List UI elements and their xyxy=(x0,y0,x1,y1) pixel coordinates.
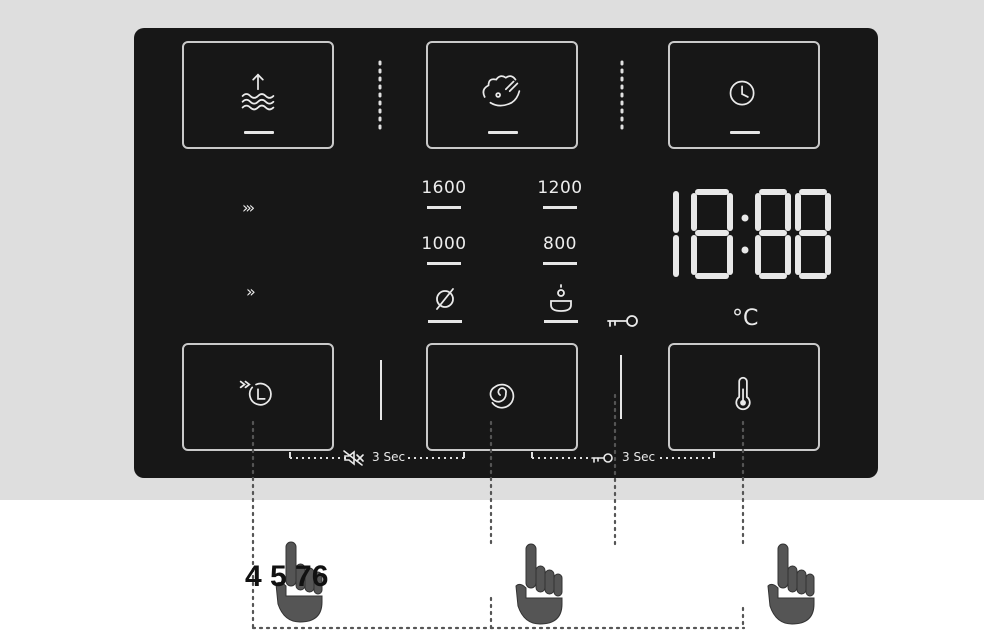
child-lock-indicator-icon xyxy=(607,315,638,327)
hand-press-icon-right xyxy=(767,543,815,625)
speed-1600-indicator xyxy=(427,206,461,209)
speed-1000-label: 1000 xyxy=(421,234,467,254)
rinse-hold-icon xyxy=(544,284,578,323)
callout-numbers: 4 5 76 xyxy=(245,560,329,593)
speed-1200-indicator xyxy=(543,206,577,209)
stain-icon xyxy=(482,75,521,107)
no-spin-icon xyxy=(428,288,462,323)
time-display xyxy=(673,189,831,279)
triple-chevron-icon: ››› xyxy=(242,198,255,217)
thermometer-icon xyxy=(735,376,751,411)
temperature-unit-label: °C xyxy=(732,306,759,331)
separator-line-left xyxy=(380,360,382,420)
speed-1200-label: 1200 xyxy=(537,178,583,198)
mute-icon xyxy=(343,450,364,466)
clock-icon xyxy=(729,80,755,106)
delay-timer-icon xyxy=(239,380,272,406)
speed-1600-label: 1600 xyxy=(421,178,467,198)
speed-800-indicator xyxy=(543,262,577,265)
speed-800-label: 800 xyxy=(543,234,577,254)
hand-press-icon-center xyxy=(515,543,563,625)
end-time-button[interactable] xyxy=(668,41,820,149)
prewash-button[interactable] xyxy=(182,41,334,149)
stain-indicator xyxy=(488,131,518,134)
prewash-icon xyxy=(241,73,275,111)
double-chevron-icon: ›› xyxy=(246,282,256,301)
control-panel: ››› ›› 1600 1200 1000 800 xyxy=(134,28,878,478)
lock-combo-line xyxy=(531,452,715,459)
delay-start-button[interactable] xyxy=(182,343,334,451)
child-lock-combo-label: 3 Sec xyxy=(622,450,656,464)
prewash-indicator xyxy=(244,131,274,134)
child-lock-icon xyxy=(591,453,613,463)
separator-line-right xyxy=(620,355,622,419)
end-time-indicator xyxy=(730,131,760,134)
spin-button[interactable] xyxy=(426,343,578,451)
hand-press-icon-left xyxy=(275,541,323,623)
mute-combo-label: 3 Sec xyxy=(372,450,406,464)
stain-button[interactable] xyxy=(426,41,578,149)
mute-combo-line xyxy=(289,452,465,459)
speed-1000-indicator xyxy=(427,262,461,265)
spin-icon xyxy=(489,383,515,409)
